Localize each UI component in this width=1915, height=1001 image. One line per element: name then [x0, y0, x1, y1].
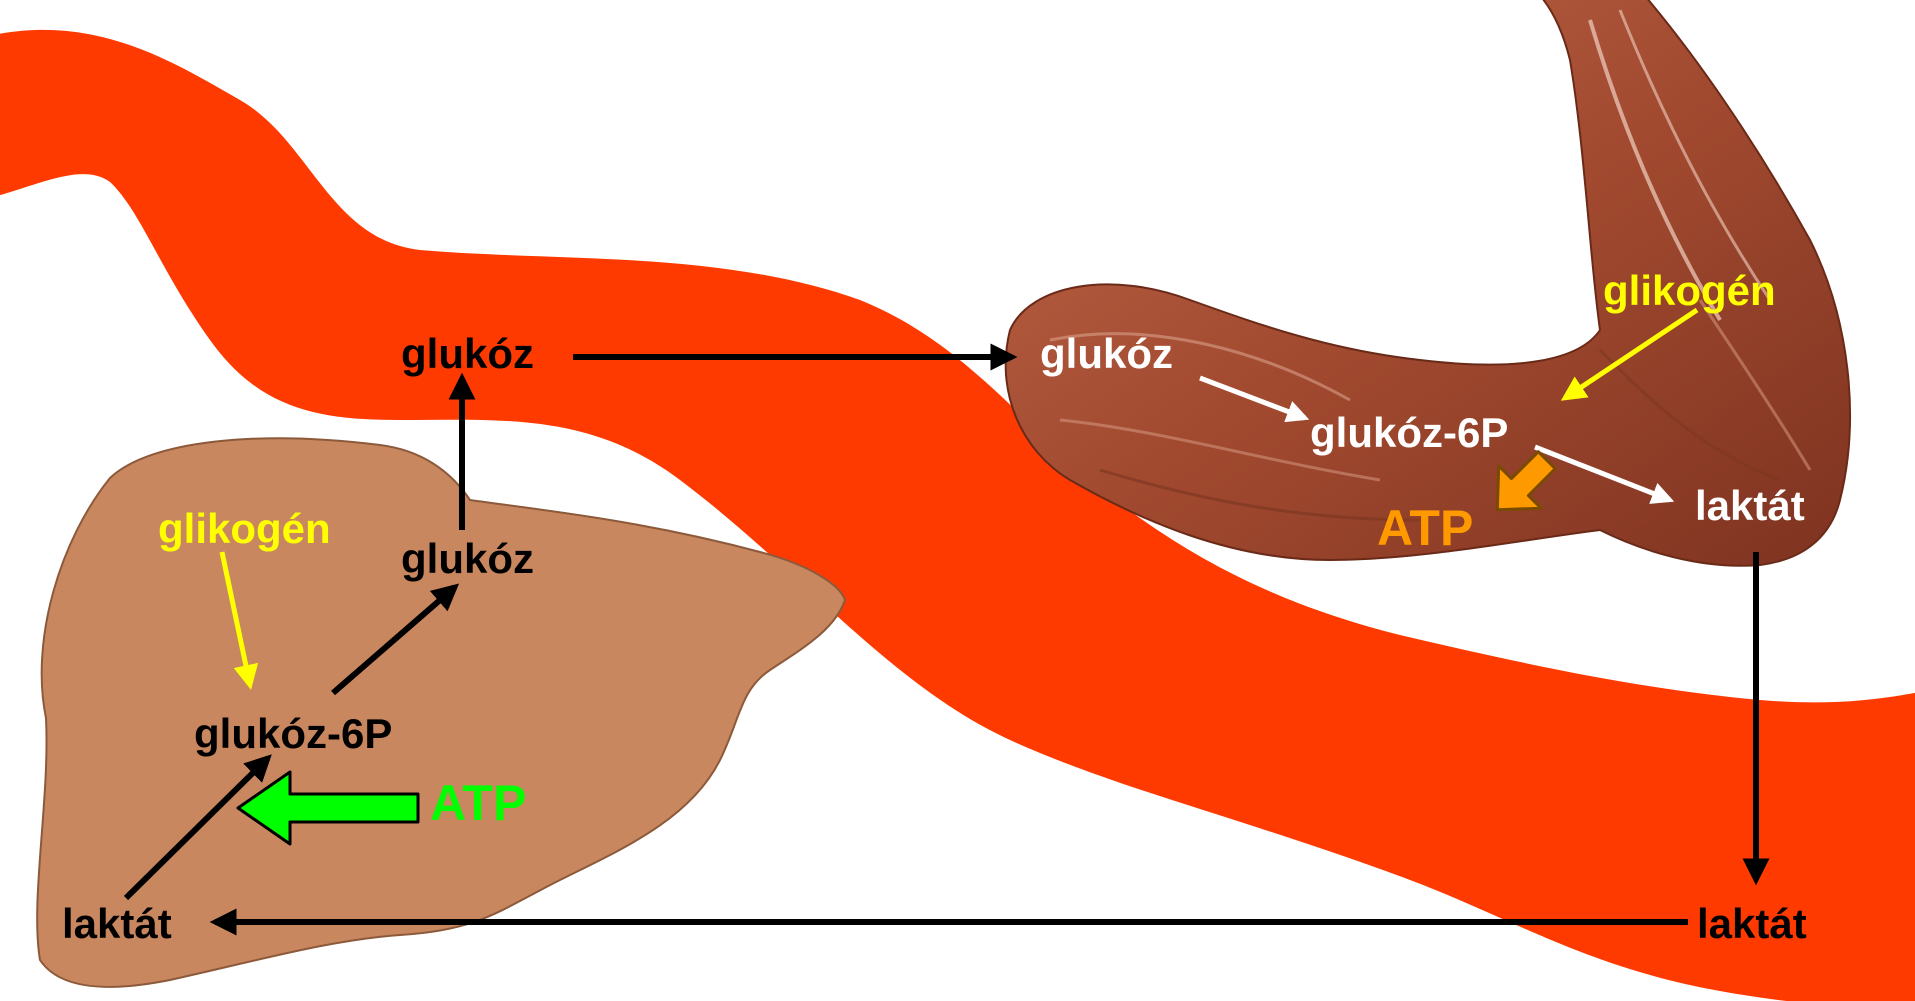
blood-lactate-label: laktát: [1697, 900, 1807, 947]
muscle-lactate-label: laktát: [1695, 482, 1805, 529]
liver-glucose-inner-label: glukóz: [401, 535, 534, 582]
muscle-glucose6p-label: glukóz-6P: [1310, 409, 1508, 456]
liver-lactate-label: laktát: [62, 900, 172, 947]
liver-glucose6p-label: glukóz-6P: [194, 710, 392, 757]
liver-atp-label: ATP: [430, 775, 526, 831]
liver-glucose-top-label: glukóz: [401, 330, 534, 377]
liver-glycogen-label: glikogén: [158, 505, 331, 552]
muscle-glycogen-label: glikogén: [1603, 267, 1776, 314]
muscle-atp-label: ATP: [1377, 500, 1473, 556]
muscle-glucose-label: glukóz: [1040, 330, 1173, 377]
